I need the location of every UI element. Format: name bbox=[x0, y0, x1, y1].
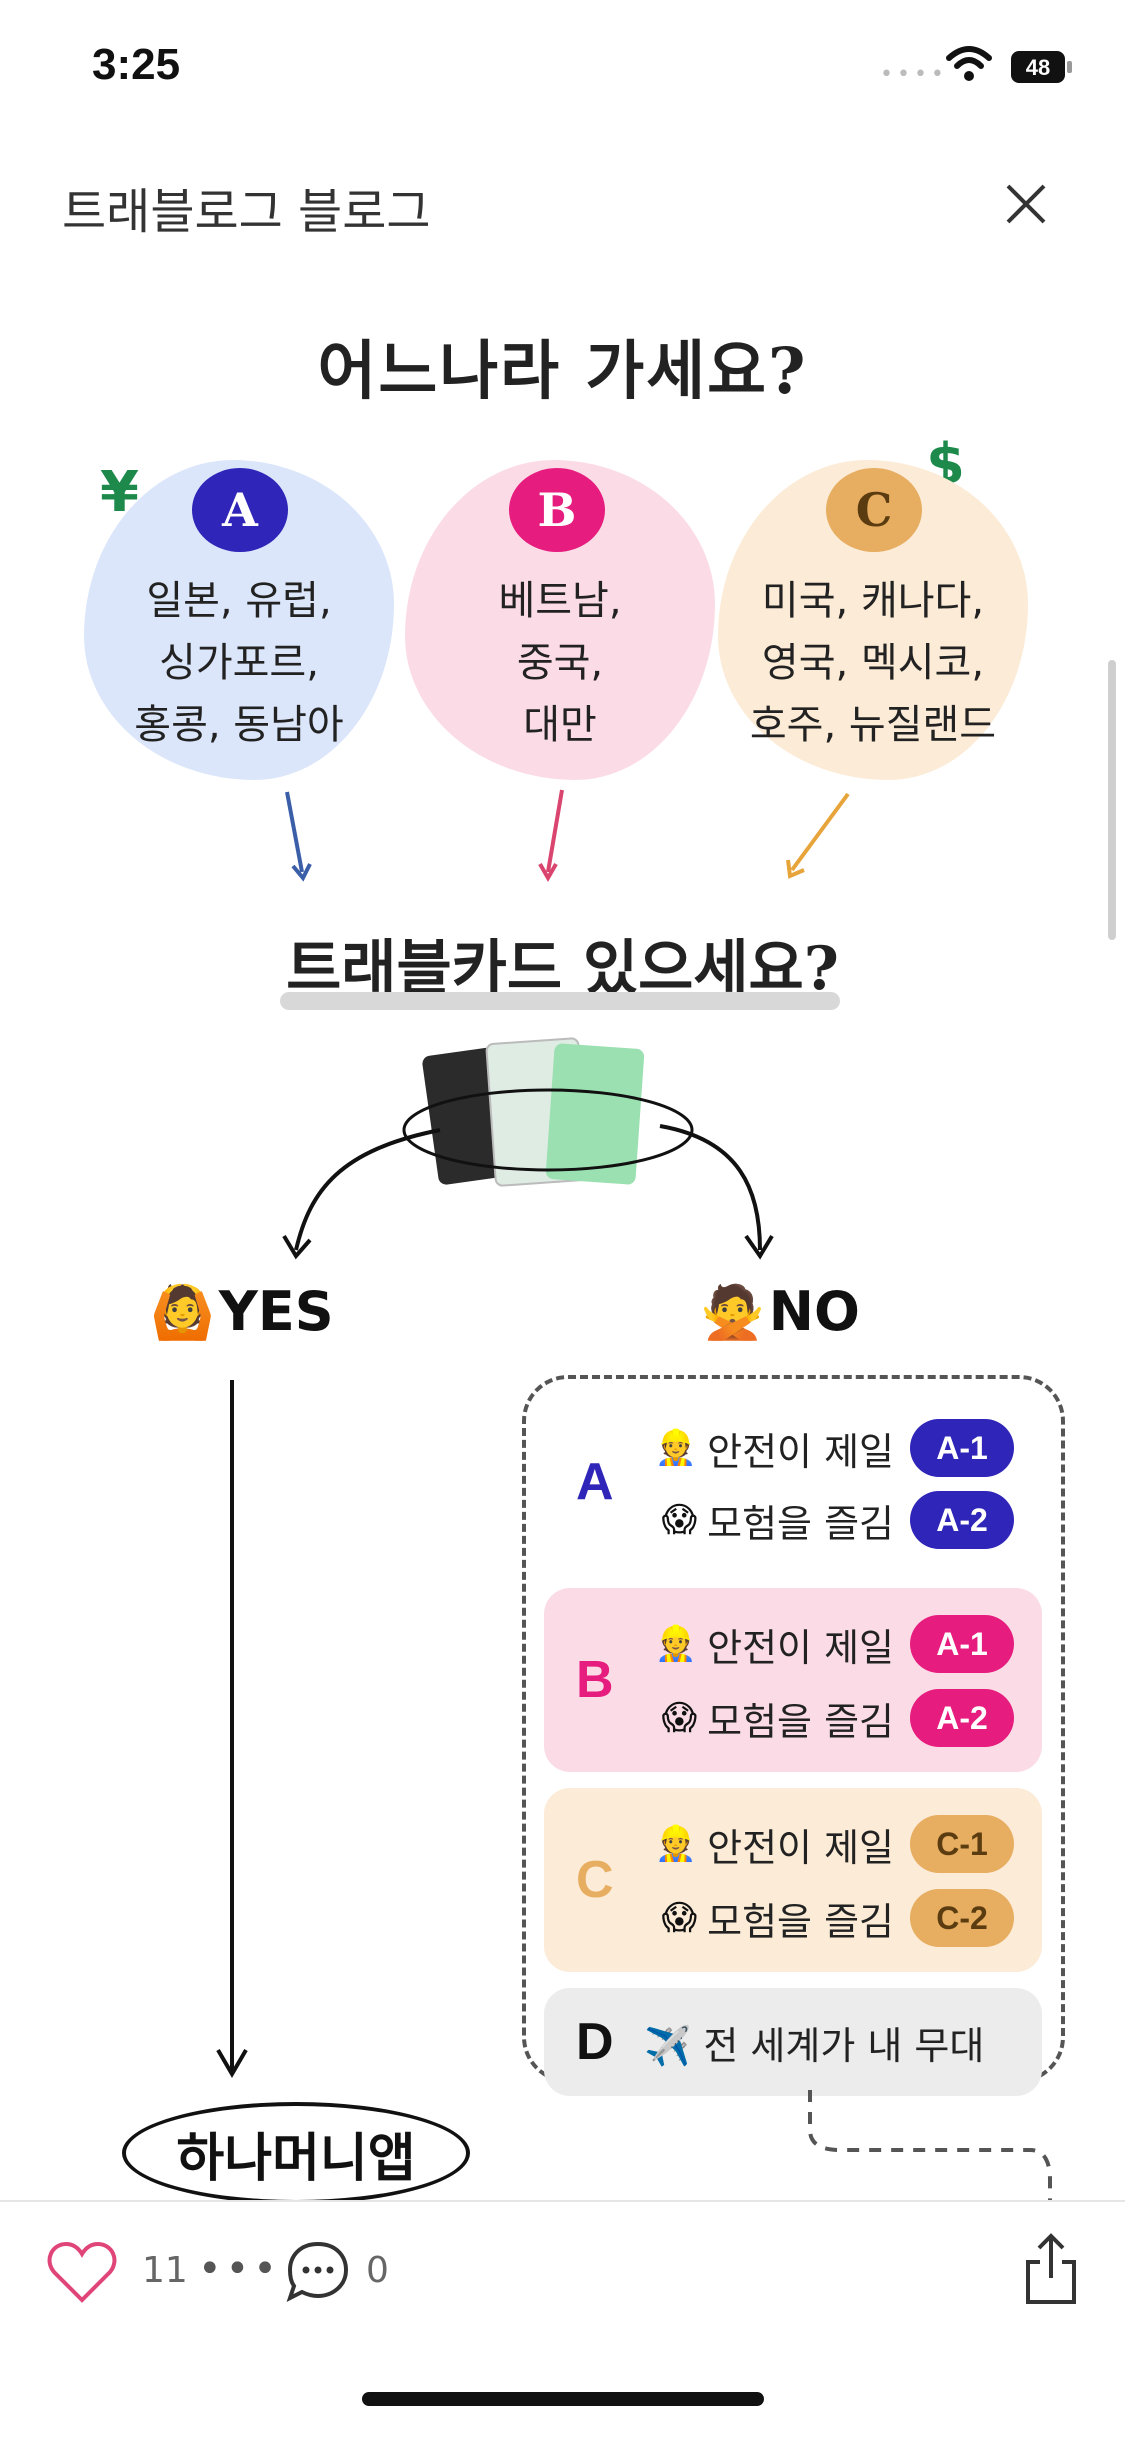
group-a-line: 일본, 유럽, bbox=[146, 578, 332, 624]
option-text: 안전이 제일 bbox=[707, 1429, 894, 1474]
battery-level: 48 bbox=[1026, 55, 1050, 80]
blog-content: 어느나라 가세요? ¥ $ A 일본, 유럽, 싱가포르, 홍콩, 동남아 B … bbox=[0, 280, 1125, 2200]
option-text: 안전이 제일 bbox=[707, 1625, 894, 1670]
branch-arrows bbox=[282, 1088, 774, 1260]
yes-result-hana-money: 하나머니앱 bbox=[122, 2102, 470, 2200]
more-dots-icon[interactable]: ••• bbox=[198, 2246, 281, 2292]
scream-icon: 😱 bbox=[661, 1500, 698, 1540]
option-a-card[interactable]: A 👷 안전이 제일 A-1 😱 모험을 즐김 A-2 bbox=[544, 1392, 1042, 1572]
page-title: 트래블로그 블로그 bbox=[62, 184, 431, 240]
option-text: ✈️ 전 세계가 내 무대 bbox=[644, 2023, 985, 2068]
option-row: 👷 안전이 제일 C-1 bbox=[642, 1812, 1014, 1876]
option-b-letter: B bbox=[576, 1651, 614, 1709]
heart-icon[interactable] bbox=[46, 2240, 118, 2304]
status-time: 3:25 bbox=[92, 40, 181, 89]
like-count: 11 bbox=[142, 2250, 188, 2291]
group-b-line: 대만 bbox=[523, 702, 597, 748]
scream-icon: 😱 bbox=[661, 1898, 698, 1938]
title-underline bbox=[280, 992, 840, 1010]
group-arrows bbox=[285, 789, 850, 883]
share-icon[interactable] bbox=[1020, 2232, 1082, 2306]
worker-icon: 👷 bbox=[654, 1624, 698, 1664]
group-a-line: 싱가포르, bbox=[159, 640, 319, 686]
group-c-badge: C bbox=[826, 468, 922, 552]
no-label: 🙅NO bbox=[700, 1280, 860, 1343]
option-text: 모험을 즐김 bbox=[707, 1501, 894, 1546]
home-indicator bbox=[362, 2392, 764, 2406]
group-c-countries: 미국, 캐나다, 영국, 멕시코, 호주, 뉴질랜드 bbox=[718, 570, 1028, 756]
comment-icon[interactable] bbox=[284, 2238, 352, 2306]
option-code: A-1 bbox=[910, 1615, 1014, 1673]
no-gesture-icon: 🙅 bbox=[700, 1283, 765, 1343]
battery-icon: 48 bbox=[1010, 50, 1074, 84]
no-text: NO bbox=[768, 1280, 860, 1343]
group-a-line: 홍콩, 동남아 bbox=[134, 702, 344, 748]
question-country: 어느나라 가세요? bbox=[317, 334, 808, 409]
option-text: 안전이 제일 bbox=[707, 1825, 894, 1870]
option-row: 😱 모험을 즐김 C-2 bbox=[642, 1886, 1014, 1950]
close-icon[interactable] bbox=[1000, 178, 1052, 230]
option-code: C-2 bbox=[910, 1889, 1014, 1947]
group-a-countries: 일본, 유럽, 싱가포르, 홍콩, 동남아 bbox=[84, 570, 394, 756]
signal-dots-icon: •••• bbox=[880, 62, 948, 87]
worker-icon: 👷 bbox=[654, 1824, 698, 1864]
option-text: 모험을 즐김 bbox=[707, 1899, 894, 1944]
scrollbar[interactable] bbox=[1108, 660, 1116, 940]
group-a-badge: A bbox=[192, 468, 288, 552]
group-c-line: 영국, 멕시코, bbox=[761, 640, 985, 686]
comment-count: 0 bbox=[366, 2250, 389, 2291]
option-row: 👷 안전이 제일 A-1 bbox=[642, 1416, 1014, 1480]
worker-icon: 👷 bbox=[654, 1428, 698, 1468]
group-c-line: 미국, 캐나다, bbox=[761, 578, 985, 624]
group-a-blob: A 일본, 유럽, 싱가포르, 홍콩, 동남아 bbox=[84, 460, 394, 780]
yes-text: YES bbox=[218, 1280, 334, 1343]
continuation-line bbox=[808, 2090, 1052, 2200]
option-row: 😱 모험을 즐김 A-2 bbox=[642, 1686, 1014, 1750]
option-row: 👷 안전이 제일 A-1 bbox=[642, 1612, 1014, 1676]
wifi-icon bbox=[946, 46, 992, 81]
option-c-card[interactable]: C 👷 안전이 제일 C-1 😱 모험을 즐김 C-2 bbox=[544, 1788, 1042, 1972]
option-code: C-1 bbox=[910, 1815, 1014, 1873]
option-code: A-2 bbox=[910, 1491, 1014, 1549]
option-code: A-1 bbox=[910, 1419, 1014, 1477]
group-b-countries: 베트남, 중국, 대만 bbox=[405, 570, 715, 756]
option-c-letter: C bbox=[576, 1851, 614, 1909]
option-b-card[interactable]: B 👷 안전이 제일 A-1 😱 모험을 즐김 A-2 bbox=[544, 1588, 1042, 1772]
scream-icon: 😱 bbox=[661, 1698, 698, 1738]
option-text: 모험을 즐김 bbox=[707, 1699, 894, 1744]
yes-label: 🙆YES bbox=[150, 1280, 334, 1343]
group-b-blob: B 베트남, 중국, 대만 bbox=[405, 460, 715, 780]
group-c-line: 호주, 뉴질랜드 bbox=[749, 702, 997, 748]
group-b-line: 중국, bbox=[516, 640, 604, 686]
option-code: A-2 bbox=[910, 1689, 1014, 1747]
option-d-card[interactable]: D ✈️ 전 세계가 내 무대 bbox=[544, 1988, 1042, 2096]
option-a-letter: A bbox=[576, 1453, 614, 1511]
group-b-badge: B bbox=[509, 468, 605, 552]
status-bar: 3:25 •••• 48 bbox=[0, 0, 1125, 130]
option-row: 😱 모험을 즐김 A-2 bbox=[642, 1488, 1014, 1552]
option-d-letter: D bbox=[576, 2013, 614, 2071]
group-b-line: 베트남, bbox=[498, 578, 622, 624]
option-row: ✈️ 전 세계가 내 무대 bbox=[644, 2010, 1014, 2074]
ok-gesture-icon: 🙆 bbox=[150, 1283, 215, 1343]
yes-arrow bbox=[216, 1380, 248, 2078]
group-c-blob: C 미국, 캐나다, 영국, 멕시코, 호주, 뉴질랜드 bbox=[718, 460, 1028, 780]
